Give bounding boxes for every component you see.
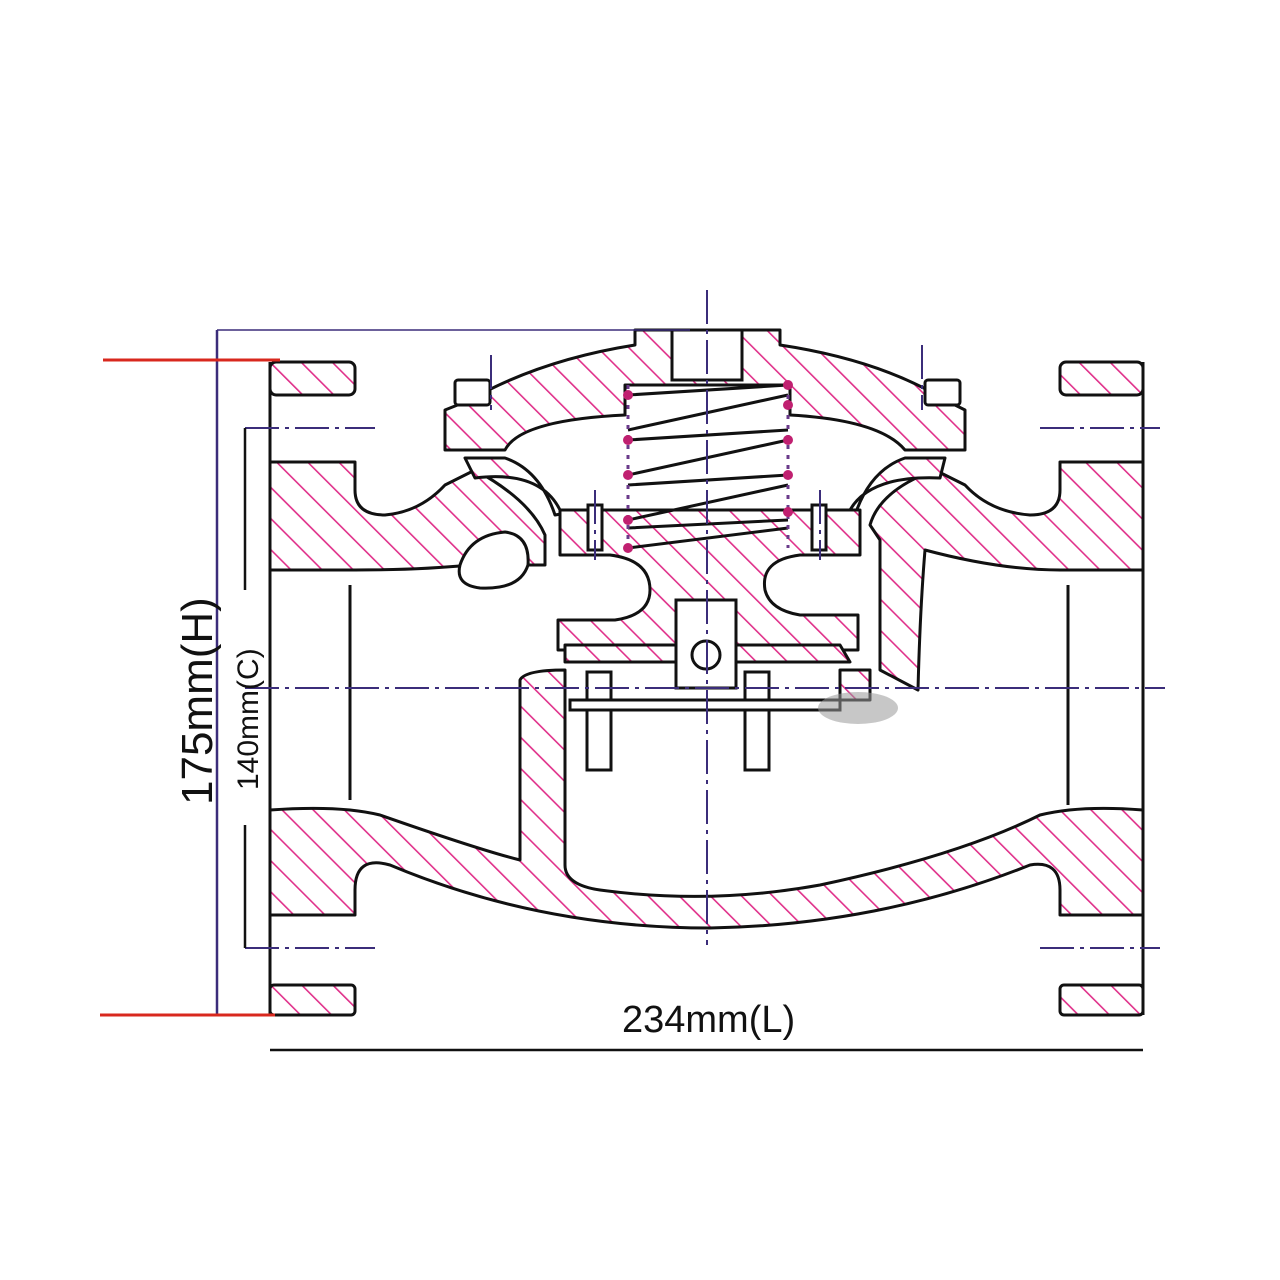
right-flange-top xyxy=(1058,360,1145,397)
spring-coil-dots xyxy=(623,380,793,553)
seat-plate xyxy=(568,698,842,712)
length-label: 234mm(L) xyxy=(622,999,795,1041)
left-flange-top xyxy=(268,360,357,397)
leader-lines xyxy=(100,358,280,1017)
body-upper-right xyxy=(868,460,1145,692)
left-flange-bottom xyxy=(268,983,357,1017)
port-hole xyxy=(457,530,530,590)
center-label: 140mm(C) xyxy=(232,648,265,790)
highlight-blob xyxy=(818,692,898,724)
left-nut xyxy=(453,378,492,407)
centerlines xyxy=(245,290,1165,949)
guide-leg-left xyxy=(585,670,613,772)
body-lower xyxy=(268,668,1145,930)
guide-leg-right xyxy=(743,670,771,772)
right-nut xyxy=(923,378,962,407)
dimension-lines xyxy=(215,329,1143,1052)
right-flange-bottom xyxy=(1058,983,1145,1017)
height-label: 175mm(H) xyxy=(173,597,222,805)
